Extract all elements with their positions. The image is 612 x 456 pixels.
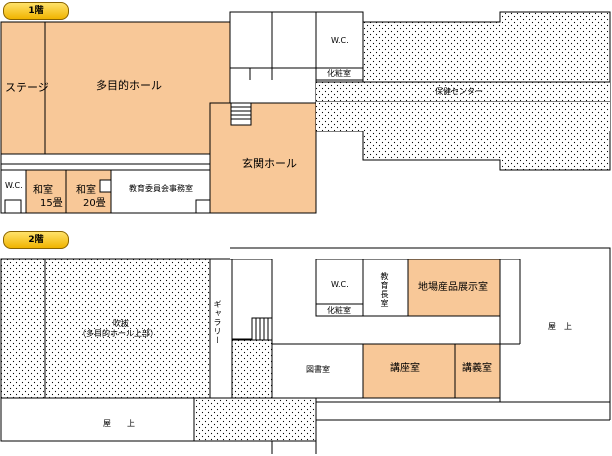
japanese-15-size: 15畳 — [40, 198, 63, 209]
wc-2f-label: W.C. — [331, 280, 349, 289]
atrium-note: （多目的ホール上部） — [78, 329, 158, 338]
wc-1f-label: W.C. — [331, 36, 349, 45]
floor-1-plan — [0, 11, 611, 214]
japanese-20-label: 和室 — [76, 185, 96, 196]
roof-right-label: 屋 上 — [548, 322, 572, 331]
library-room — [271, 343, 364, 399]
atrium-area — [0, 258, 211, 399]
wc-room-1f — [315, 11, 364, 69]
multipurpose-hall-area — [44, 21, 231, 155]
entrance-label: 玄関ホール — [242, 157, 297, 170]
board-office — [110, 169, 211, 214]
stage-area — [0, 21, 46, 155]
health-center-label: 保健センター — [435, 87, 483, 96]
exhibition-room — [407, 258, 501, 317]
roof-left-area — [0, 397, 195, 442]
wc-small-label: W.C. — [5, 181, 23, 190]
floor-2-plan — [0, 247, 611, 454]
seminar-room — [454, 343, 501, 399]
exhibition-label: 地場産品展示室 — [418, 282, 488, 293]
floor-2-badge: 2階 — [3, 231, 69, 249]
atrium-label: 吹抜 — [113, 319, 129, 328]
lecture-label: 講座室 — [390, 363, 420, 374]
roof-left-label: 屋 上 — [103, 419, 135, 428]
powder-2f-label: 化粧室 — [327, 306, 351, 315]
stairs-2f-a — [251, 317, 273, 341]
stairs-1f — [230, 102, 252, 126]
japanese-20-size: 20畳 — [83, 198, 106, 209]
powder-1f-label: 化粧室 — [327, 69, 351, 78]
floor-1-badge: 1階 — [3, 2, 69, 20]
dotted-bottom — [193, 397, 317, 442]
superintendent-label: 教育長室 — [380, 272, 389, 308]
board-office-label: 教育委員会事務室 — [129, 184, 193, 193]
seminar-label: 講義室 — [462, 363, 492, 374]
stage-label: ステージ — [5, 81, 49, 94]
gallery-label: ギャラリー — [213, 300, 222, 345]
japanese-15-label: 和室 — [33, 185, 53, 196]
multipurpose-label: 多目的ホール — [96, 79, 162, 92]
library-label: 図書室 — [306, 365, 330, 374]
